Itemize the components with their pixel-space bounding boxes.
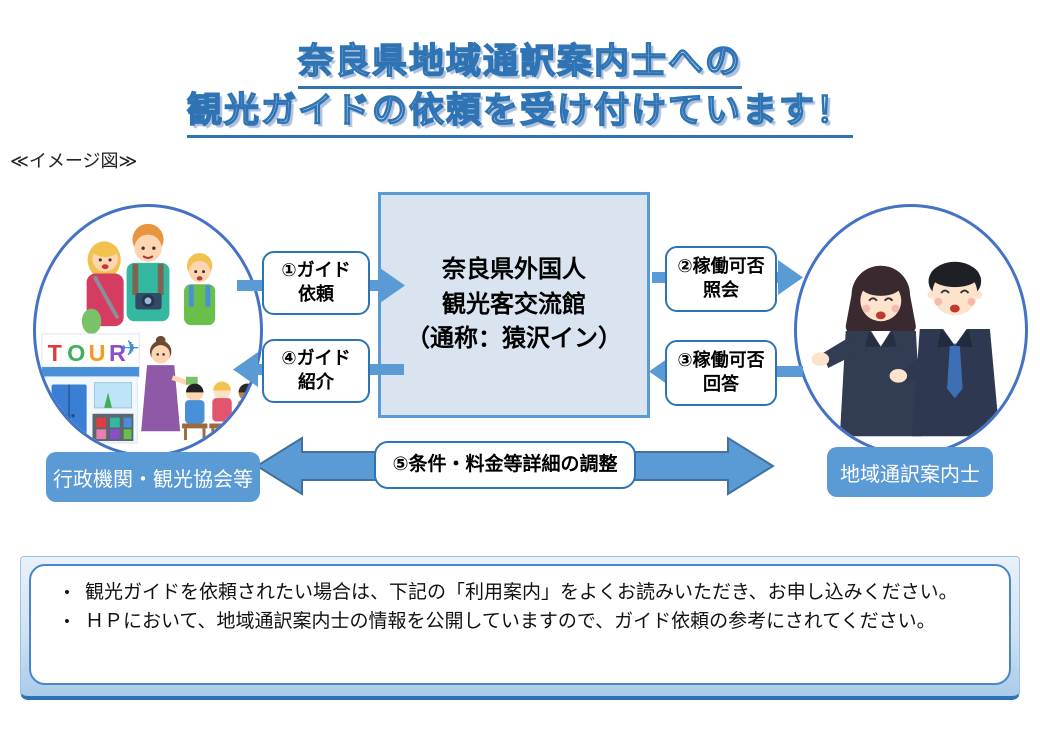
right-entity-tag: 地域通訳案内士 [827,447,993,497]
bullet-marker: • [64,584,70,601]
airplane-icon: ✈ [122,336,140,360]
bullet-marker: • [64,613,70,631]
step5-label-box: ⑤条件・料金等詳細の調整 [374,441,636,489]
center-box-line3: （通称：猿沢イン） [406,325,622,353]
center-box-line2: 観光客交流館 [442,290,586,318]
note-item-1: • 観光ガイドを依頼されたい場合は、下記の「利用案内」をよくお読みいただき、お申… [49,578,987,607]
exchange-center-box: 奈良県外国人 観光客交流館 （通称：猿沢イン） [378,192,650,418]
tour-sign-letter-r: R [109,340,126,366]
step2-label-line1: ②稼働可否 [677,256,765,277]
step3-label-line1: ③稼働可否 [677,350,765,371]
step2-label-box: ②稼働可否 照会 [665,246,777,312]
left-entity-tag: 行政機関・観光協会等 [46,452,260,502]
notes-box: • 観光ガイドを依頼されたい場合は、下記の「利用案内」をよくお読みいただき、お申… [29,564,1011,685]
tour-sign-letter-u: U [89,340,106,366]
tourists-circle: T O U R ✈ [33,204,263,457]
tourists-and-tour-office-illustration: T O U R ✈ [41,223,260,444]
center-box-line1: 奈良県外国人 [442,255,586,283]
step3-label-line2: 回答 [703,374,739,394]
note-item-2: • ＨＰにおいて、地域通訳案内士の情報を公開していますので、ガイド依頼の参考にさ… [49,607,987,636]
children-icon [182,381,260,441]
step4-label-line1: ④ガイド [281,348,351,369]
guide-woman-icon [141,335,198,432]
tourist-family-illustration [81,223,216,334]
note-text-2: ＨＰにおいて、地域通訳案内士の情報を公開していますので、ガイド依頼の参考にされて… [85,611,936,633]
step1-label-line2: 依頼 [298,284,334,304]
step4-label-box: ④ガイド 紹介 [262,339,370,403]
step5-label-text: ⑤条件・料金等詳細の調整 [392,454,618,476]
interpreter-guides-illustration [811,261,1000,437]
tour-sign-letter-t: T [48,340,63,366]
step1-label-box: ①ガイド 依頼 [262,251,370,315]
page-title-line2: 観光ガイドの依頼を受け付けています！ [186,89,853,138]
step4-label-line2: 紹介 [298,372,334,392]
page-title-line1: 奈良県地域通訳案内士への [297,40,742,89]
diagram-caption: ≪イメージ図≫ [10,151,138,171]
notes-frame: • 観光ガイドを依頼されたい場合は、下記の「利用案内」をよくお読みいただき、お申… [20,556,1020,700]
step3-label-box: ③稼働可否 回答 [665,340,777,406]
note-text-1: 観光ガイドを依頼されたい場合は、下記の「利用案内」をよくお読みいただき、お申し込… [85,582,958,603]
interpreter-man-icon [889,261,1000,437]
tour-office-icon: T O U R ✈ [41,333,140,444]
step1-label-line1: ①ガイド [281,260,351,281]
tour-sign-letter-o: O [67,340,85,366]
step2-label-line2: 照会 [703,280,739,300]
page-title: 奈良県地域通訳案内士への 観光ガイドの依頼を受け付けています！ [0,40,1040,138]
interpreter-woman-icon [811,265,922,437]
interpreters-circle [794,204,1028,456]
